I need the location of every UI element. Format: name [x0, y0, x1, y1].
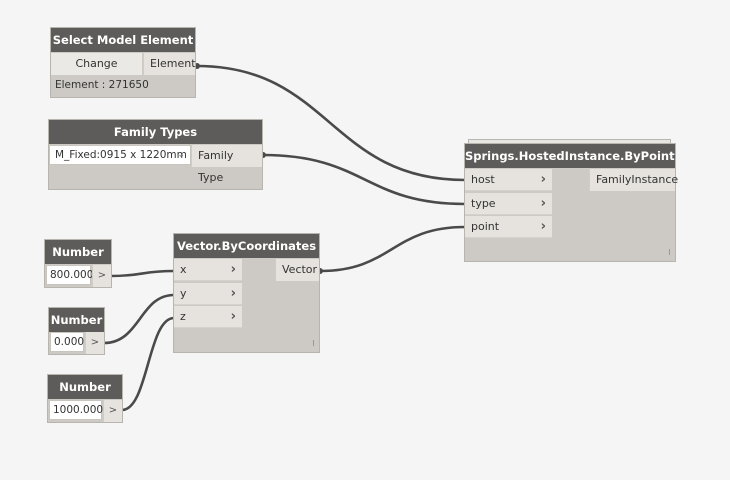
input-port-label: type	[471, 197, 496, 210]
input-port-label: x	[180, 263, 187, 276]
node-title[interactable]: Springs.HostedInstance.ByPoints	[465, 144, 675, 168]
wire-familytype-to-type	[261, 153, 467, 206]
chevron-right-icon: ›	[540, 172, 546, 187]
input-port-label: point	[471, 220, 500, 233]
chevron-right-icon: ›	[540, 196, 546, 211]
input-port-y[interactable]: y ›	[174, 283, 242, 305]
family-type-output-port[interactable]: Family Type	[191, 145, 262, 184]
wire-vector-to-point	[318, 225, 467, 273]
chevron-right-icon: ›	[230, 286, 236, 301]
chevron-right-icon: ›	[230, 309, 236, 324]
number-input[interactable]: 0.000	[50, 332, 84, 352]
family-type-dropdown[interactable]: M_Fixed:0915 x 1220mm ⌄	[49, 145, 191, 165]
input-port-label: host	[471, 173, 495, 186]
chevron-down-icon: ⌄	[177, 150, 185, 160]
input-port-point[interactable]: point ›	[465, 216, 552, 238]
number-node-3[interactable]: Number 1000.000 >	[48, 375, 122, 422]
number-output-port[interactable]: >	[92, 265, 111, 287]
input-port-host[interactable]: host ›	[465, 169, 552, 191]
select-model-element-node[interactable]: Select Model Element Change Element Elem…	[51, 28, 196, 97]
element-info-text: Element : 271650	[55, 79, 149, 91]
number-output-port[interactable]: >	[85, 332, 104, 354]
chevron-right-icon: ›	[230, 262, 236, 277]
chevron-right-icon: ›	[540, 219, 546, 234]
number-node-1[interactable]: Number 800.000 >	[45, 240, 111, 287]
vector-output-port[interactable]: Vector	[275, 259, 319, 281]
number-input[interactable]: 1000.000	[49, 400, 103, 420]
number-output-port[interactable]: >	[103, 400, 122, 422]
hosted-instance-by-points-node[interactable]: Springs.HostedInstance.ByPoints host › t…	[465, 144, 678, 261]
family-type-selected-value: M_Fixed:0915 x 1220mm	[55, 149, 187, 161]
input-port-type[interactable]: type ›	[465, 193, 552, 215]
node-title[interactable]: Number	[49, 308, 104, 332]
input-port-label: y	[180, 287, 187, 300]
node-title[interactable]: Number	[48, 375, 122, 399]
node-title[interactable]: Family Types	[49, 120, 262, 144]
number-node-2[interactable]: Number 0.000 >	[49, 308, 104, 354]
node-title[interactable]: Select Model Element	[51, 28, 195, 52]
resize-grip[interactable]	[313, 340, 314, 346]
family-types-node[interactable]: Family Types M_Fixed:0915 x 1220mm ⌄ Fam…	[49, 120, 262, 189]
wire-number2-to-y	[102, 293, 176, 345]
node-title[interactable]: Vector.ByCoordinates	[174, 234, 319, 258]
number-input[interactable]: 800.000	[46, 265, 93, 285]
vector-by-coordinates-node[interactable]: Vector.ByCoordinates x › y › z › Vector	[174, 234, 319, 352]
change-button[interactable]: Change	[51, 53, 143, 75]
input-port-label: z	[180, 310, 186, 323]
node-title[interactable]: Number	[45, 240, 111, 264]
wire-number1-to-x	[109, 269, 176, 278]
element-output-port[interactable]: Element	[143, 53, 196, 75]
input-port-z[interactable]: z ›	[174, 306, 242, 328]
resize-grip[interactable]	[669, 249, 670, 255]
input-port-x[interactable]: x ›	[174, 259, 242, 281]
wire-number3-to-z	[120, 316, 176, 412]
family-instance-output-port[interactable]: FamilyInstance	[589, 169, 678, 191]
